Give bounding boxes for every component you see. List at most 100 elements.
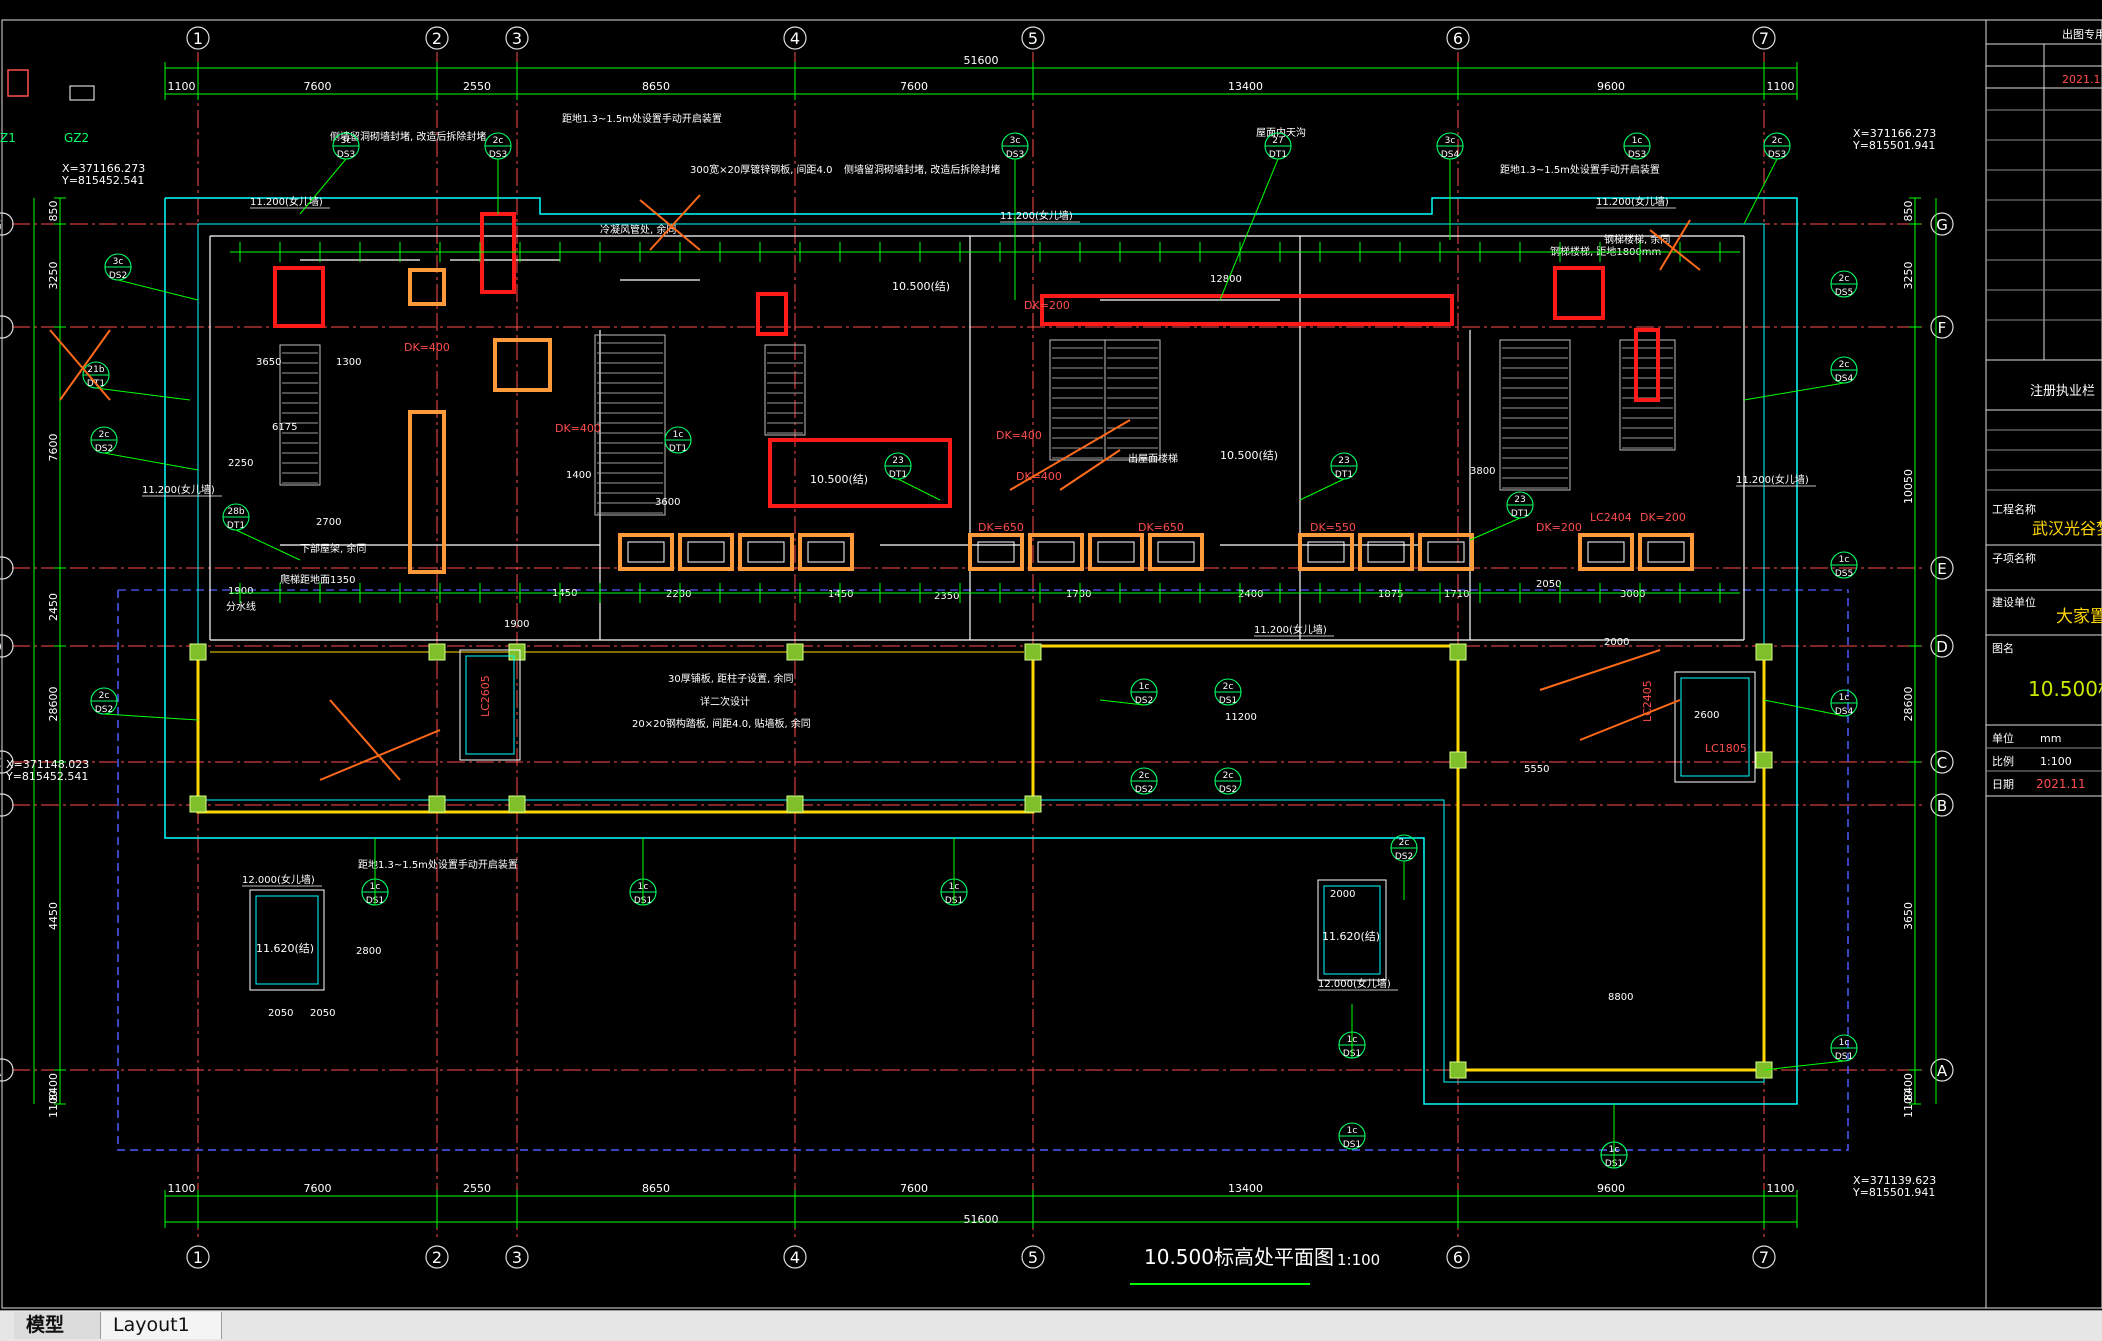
column-11 — [1025, 796, 1041, 812]
dim-bay: 1100 — [168, 1182, 196, 1195]
axis-label-G: G — [1936, 216, 1948, 234]
floor-plan-drawing[interactable]: 11223344556677GGFFEEDDCCBBAA 51600110076… — [0, 0, 2102, 1310]
project-label: 工程名称 — [1992, 502, 2036, 516]
detail-callout-num: 1c — [673, 430, 684, 440]
detail-callout-num: 27 — [1272, 136, 1283, 146]
annotation-note-3: 距地1.3~1.5m处设置手动开启装置 — [358, 858, 518, 871]
elevation-tag-3: 11.200(女儿墙) — [1254, 623, 1327, 636]
detail-callout-num: 1c — [1839, 693, 1850, 703]
window-label-13: DK=200 — [1536, 521, 1582, 534]
dim-bay: 9600 — [1597, 80, 1625, 93]
coordinate-y-0: Y=815452.541 — [61, 174, 144, 187]
detail-callout-sheet: DT1 — [669, 444, 687, 454]
column-0 — [190, 644, 206, 660]
detail-callout-sheet: DS4 — [1835, 707, 1854, 717]
detail-callout-sheet: DS1 — [1343, 1140, 1361, 1150]
dim-vvalue: 1100 — [1902, 1090, 1915, 1118]
plan-dimension-9: 3000 — [1620, 589, 1645, 600]
legend-label-a: Z1 — [0, 131, 16, 145]
tab-model[interactable]: 模型 — [14, 1312, 114, 1339]
dim-bay: 13400 — [1228, 1182, 1263, 1195]
dim-total: 51600 — [964, 54, 999, 67]
detail-callout-sheet: DS2 — [95, 444, 113, 454]
elevation-tag-7: 12.000(女儿墙) — [1318, 977, 1391, 990]
project-value: 武汉光谷梦幻 — [2032, 519, 2102, 538]
dim-vvalue: 2450 — [47, 593, 60, 621]
annotation-note-16: 侧墙留洞砌墙封堵, 改造后拆除封堵 — [844, 163, 1000, 176]
axis-label-4: 4 — [790, 29, 800, 48]
axis-label-C: C — [0, 754, 1, 772]
room-elevation-4: 11.620(结) — [1322, 930, 1380, 943]
detail-callout-num: 2c — [99, 430, 110, 440]
plan-dimension-10: 2250 — [228, 458, 253, 469]
plan-dimension-13: 1450 — [828, 589, 853, 600]
column-5 — [1450, 644, 1466, 660]
column-3 — [787, 644, 803, 660]
plan-dimension-5: 2050 — [268, 1008, 293, 1019]
detail-callout-num: 2c — [1223, 771, 1234, 781]
column-6 — [1756, 644, 1772, 660]
detail-callout-sheet: DS2 — [1219, 785, 1237, 795]
detail-callout-num: 2c — [1839, 274, 1850, 284]
detail-callout-num: 1c — [1139, 682, 1150, 692]
dim-vvalue: 7600 — [47, 434, 60, 462]
plan-dimension-18: 2400 — [1238, 589, 1263, 600]
title-block-date-top: 2021.11 — [2062, 73, 2102, 86]
plan-dimension-6: 2000 — [1604, 637, 1629, 648]
dim-bay: 8650 — [642, 80, 670, 93]
annotation-note-10: 分水线 — [226, 600, 256, 613]
column-8 — [429, 796, 445, 812]
axis-label-3: 3 — [512, 1248, 522, 1267]
dim-vvalue: 4450 — [47, 902, 60, 930]
column-10 — [787, 796, 803, 812]
annotation-note-0: 侧墙留洞砌墙封堵, 改造后拆除封堵 — [330, 130, 486, 143]
plan-dimension-17: 1700 — [1066, 589, 1091, 600]
detail-callout-sheet: DS3 — [1628, 150, 1646, 160]
dim-bay: 1100 — [168, 80, 196, 93]
detail-callout-sheet: DS3 — [489, 150, 507, 160]
axis-label-D: D — [0, 638, 2, 656]
axis-label-3: 3 — [512, 29, 522, 48]
unit-value: mm — [2040, 732, 2061, 745]
coordinate-y-1: Y=815501.941 — [1852, 139, 1935, 152]
plan-dimension-15: 2700 — [316, 517, 341, 528]
tab-layout1[interactable]: Layout1 — [100, 1312, 222, 1339]
plan-dimension-7: 2050 — [310, 1008, 335, 1019]
axis-label-B: B — [1937, 797, 1947, 815]
scale-value: 1:100 — [2040, 755, 2072, 768]
dim-bay: 1100 — [1767, 1182, 1795, 1195]
detail-callout-sheet: DS2 — [1135, 785, 1153, 795]
plan-dimension-11: 1900 — [228, 586, 253, 597]
detail-callout-sheet: DS3 — [337, 150, 355, 160]
drawing-scale: 1:100 — [1337, 1251, 1380, 1269]
detail-callout-sheet: DT1 — [1335, 470, 1353, 480]
detail-callout-sheet: DT1 — [227, 521, 245, 531]
axis-label-7: 7 — [1759, 29, 1769, 48]
detail-callout-num: 2c — [1839, 360, 1850, 370]
plan-dimension-2: 8800 — [1608, 992, 1633, 1003]
window-label-9: DK=550 — [1310, 521, 1356, 534]
axis-label-D: D — [1936, 638, 1948, 656]
window-label-3: LC1805 — [1705, 742, 1747, 755]
dim-bay: 9600 — [1597, 1182, 1625, 1195]
client-value: 大家置业 — [2056, 607, 2102, 627]
elevation-tag-0: 11.200(女儿墙) — [250, 195, 323, 208]
detail-callout-sheet: DS1 — [1835, 1052, 1853, 1062]
axis-label-7: 7 — [1759, 1248, 1769, 1267]
dim-bay: 7600 — [900, 80, 928, 93]
detail-callout-num: 1c — [1632, 136, 1643, 146]
detail-callout-sheet: DS2 — [109, 271, 127, 281]
detail-callout-num: 2c — [493, 136, 504, 146]
dim-total: 51600 — [964, 1213, 999, 1226]
window-label-11: DK=200 — [1024, 299, 1070, 312]
axis-label-4: 4 — [790, 1248, 800, 1267]
dim-vvalue: 850 — [47, 201, 60, 222]
room-elevation-1: 10.500(结) — [810, 473, 868, 486]
detail-callout-num: 1c — [1839, 555, 1850, 565]
detail-callout-num: 23 — [1514, 495, 1525, 505]
detail-callout-num: 2c — [99, 691, 110, 701]
annotation-note-1: 距地1.3~1.5m处设置手动开启装置 — [562, 112, 722, 125]
annotation-note-13: 300宽×20厚镀锌钢板, 间距4.0 — [690, 163, 832, 176]
detail-callout-sheet: DT1 — [1269, 150, 1287, 160]
